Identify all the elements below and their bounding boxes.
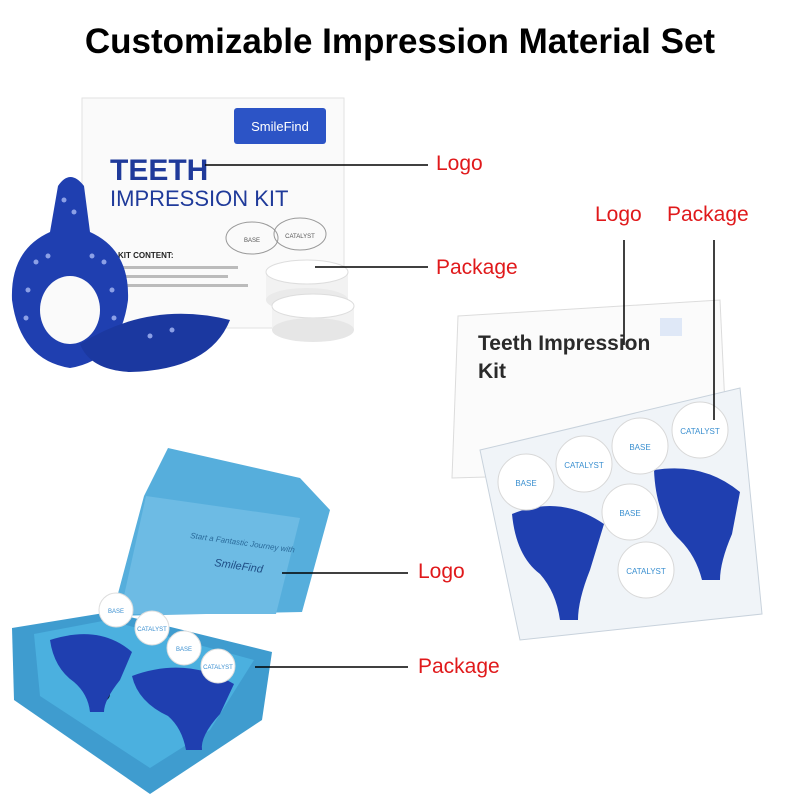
product-1-title-line1: TEETH <box>110 154 208 187</box>
svg-text:CATALYST: CATALYST <box>203 665 233 671</box>
svg-text:BASE: BASE <box>619 509 640 518</box>
product-2-title-line2: Kit <box>478 360 506 383</box>
product-3-tray-left <box>50 634 132 712</box>
product-2-tray-left <box>512 506 604 620</box>
leader-lines <box>205 164 715 668</box>
product-1-tray-upper <box>11 177 129 368</box>
svg-text:BASE: BASE <box>629 443 650 452</box>
product-1-tray-lower <box>80 313 230 372</box>
product-1-mini-base: BASE <box>244 238 260 244</box>
svg-text:BASE: BASE <box>108 609 124 615</box>
svg-text:CATALYST: CATALYST <box>626 567 666 576</box>
product-3-tray-right <box>132 667 234 750</box>
product-2-cups: BASE CATALYST BASE CATALYST BASE CATALYS… <box>497 401 729 599</box>
product-3-image: Start a Fantastic Journey with SmileFind… <box>12 448 330 794</box>
product-1-title-line2: IMPRESSION KIT <box>110 186 288 211</box>
product-2-tray-right <box>654 468 740 580</box>
page-title: Customizable Impression Material Set <box>84 22 716 61</box>
product-1-mini-catalyst: CATALYST <box>285 234 315 240</box>
product-1-brand-badge <box>234 108 326 144</box>
svg-text:CATALYST: CATALYST <box>137 627 167 633</box>
product-1-image: SmileFind TEETH IMPRESSION KIT KIT CONTE… <box>11 97 355 372</box>
svg-text:BASE: BASE <box>176 647 192 653</box>
product-1-brand: SmileFind <box>251 119 309 134</box>
callout-logo-2: Logo <box>595 203 642 226</box>
callout-package-1: Package <box>436 256 518 279</box>
callout-package-3: Package <box>418 655 500 678</box>
callout-logo-1: Logo <box>436 152 483 175</box>
product-2-image: Teeth Impression Kit BASE CATALYST BASE … <box>451 299 763 641</box>
product-3-cups: BASE CATALYST BASE CATALYST <box>98 592 236 684</box>
callout-logo-3: Logo <box>418 560 465 583</box>
svg-text:CATALYST: CATALYST <box>680 427 720 436</box>
svg-text:CATALYST: CATALYST <box>564 461 604 470</box>
product-2-title-line1: Teeth Impression <box>478 332 650 355</box>
callout-package-2: Package <box>667 203 749 226</box>
product-1-kit-content: KIT CONTENT: <box>118 251 174 260</box>
svg-text:BASE: BASE <box>515 479 536 488</box>
